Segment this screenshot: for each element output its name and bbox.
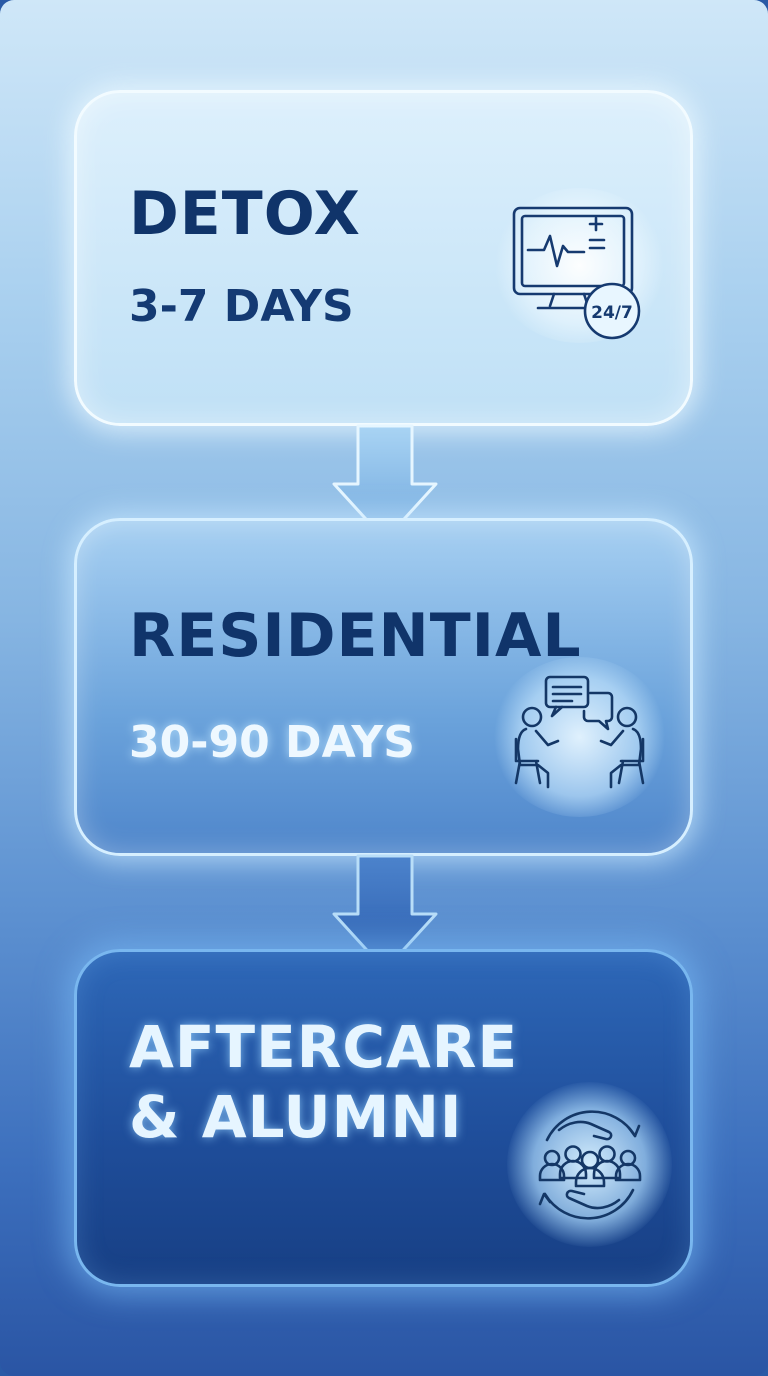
stage-detox-title: DETOX	[129, 179, 361, 249]
counseling-conversation-icon	[492, 657, 667, 817]
stage-residential-box: RESIDENTIAL 30-90 DAYS	[74, 518, 693, 856]
stage-aftercare-title-line1: AFTERCARE	[129, 1013, 519, 1081]
stage-residential-duration: 30-90 DAYS	[129, 717, 415, 768]
monitor-heartbeat-icon: 24/7	[492, 188, 667, 343]
stage-detox-box: DETOX 3-7 DAYS 24/7	[74, 90, 693, 426]
stage-residential-title: RESIDENTIAL	[129, 601, 582, 671]
stage-aftercare-title-line2: & ALUMNI	[129, 1083, 463, 1151]
stage-detox-duration: 3-7 DAYS	[129, 281, 354, 332]
badge-24-7-text: 24/7	[591, 303, 633, 323]
community-support-icon	[507, 1082, 672, 1247]
stage-aftercare-box: AFTERCARE & ALUMNI	[74, 949, 693, 1287]
arrow-down-icon	[332, 424, 438, 542]
arrow-down-icon	[332, 854, 438, 972]
stage-aftercare-title: AFTERCARE & ALUMNI	[129, 1012, 518, 1152]
